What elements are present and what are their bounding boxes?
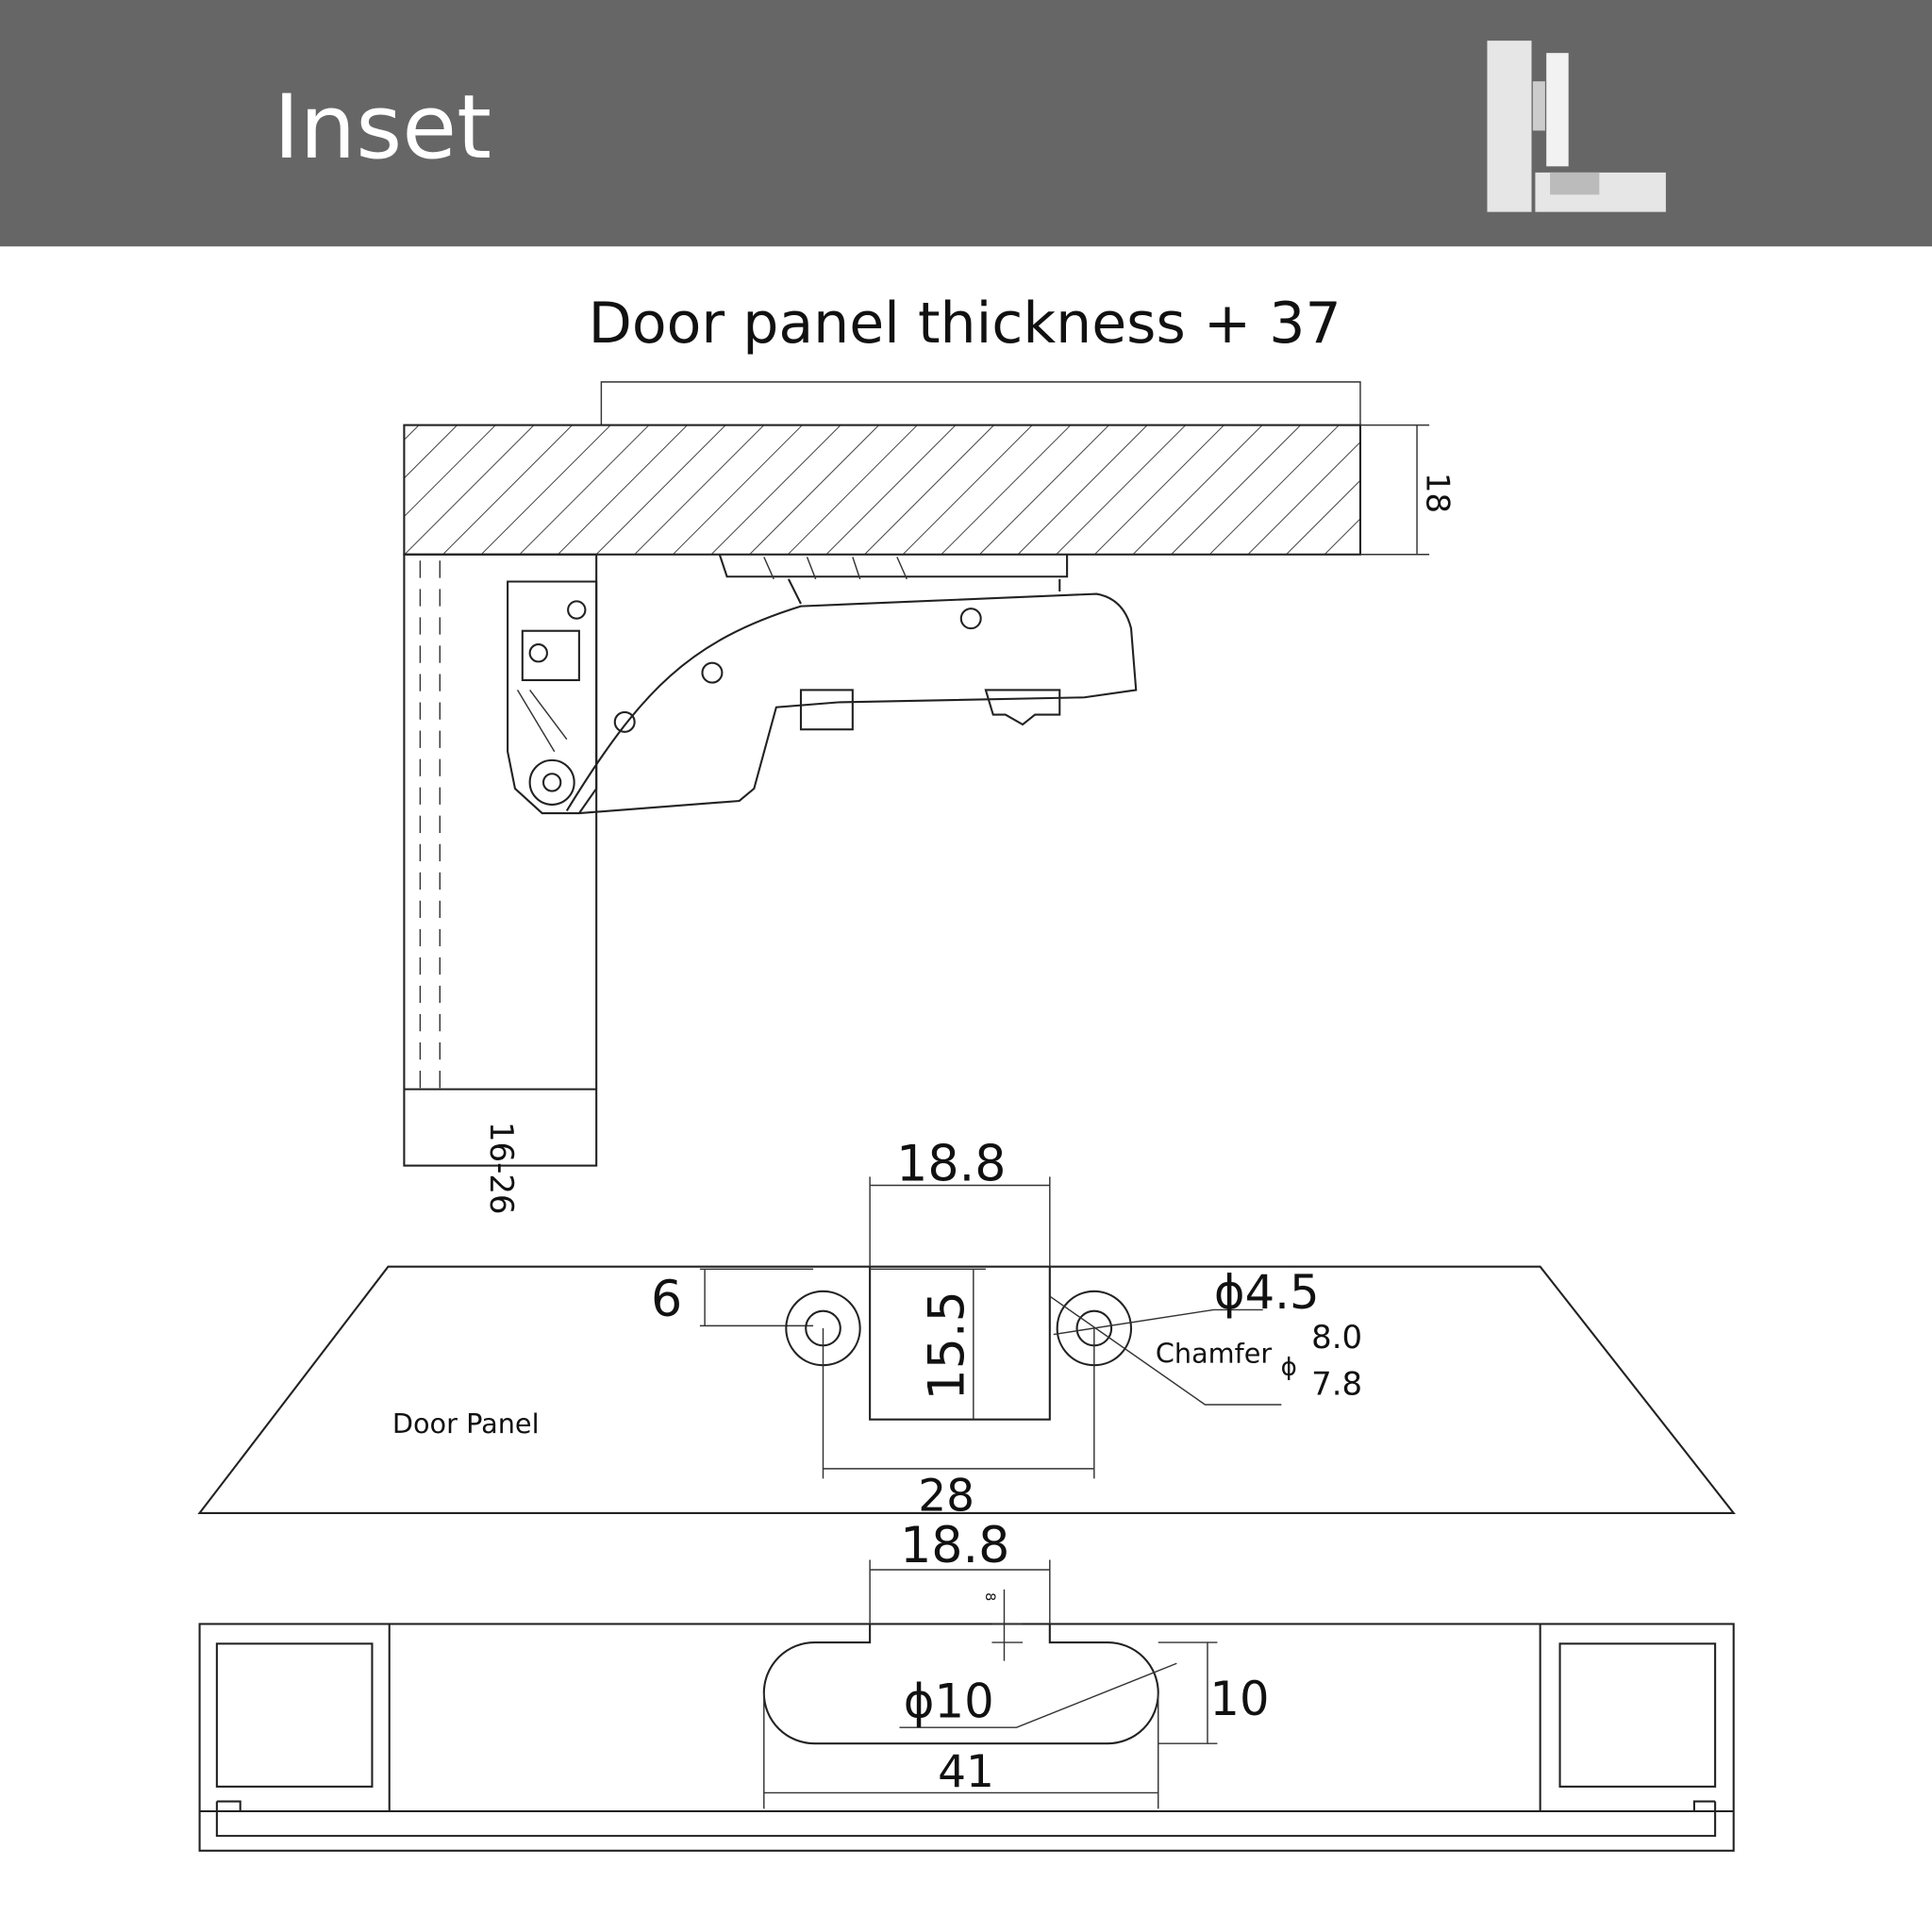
hole-spacing-label: 28 <box>918 1470 974 1522</box>
slot-height-label: 10 <box>1209 1672 1269 1726</box>
cup-width-label: 18.8 <box>896 1136 1006 1192</box>
cup-depth-label: 15.5 <box>919 1291 975 1400</box>
door-drilling-view: 18.8 6 15.5 28 ϕ4.5 Chamfer ϕ 8.0 7.8 Do… <box>197 1136 1736 1522</box>
door-panel-label: Door Panel <box>392 1407 540 1440</box>
hinge-cup-recess <box>869 1266 1051 1421</box>
notch-width-label: 18.8 <box>900 1518 1009 1574</box>
edge-distance-label: 6 <box>651 1272 682 1328</box>
cabinet-thickness-label: 18 <box>1418 473 1456 513</box>
chamfer-diameter-symbol: ϕ <box>1281 1354 1297 1382</box>
header-bar: Inset <box>0 0 1932 247</box>
hinge-side-drawing <box>507 554 1138 815</box>
inset-hinge-icon <box>1487 41 1666 212</box>
door-panel-outline <box>197 1265 1736 1514</box>
overall-dimension-label: Door panel thickness + 37 <box>589 291 1341 357</box>
hinge-slot-cutout <box>762 1624 1159 1745</box>
screw-hole-diameter-label: ϕ4.5 <box>1214 1265 1320 1320</box>
frame-profile <box>198 1623 1735 1852</box>
slot-diameter-label: ϕ10 <box>904 1674 994 1729</box>
side-view: Door panel thickness + 37 18 16-26 <box>403 291 1456 1215</box>
small-offset-label: 8 <box>982 1592 997 1601</box>
chamfer-label: Chamfer <box>1156 1338 1273 1370</box>
overall-dimension-line <box>600 381 1361 425</box>
door-thickness-label: 16-26 <box>482 1122 520 1215</box>
frame-cutout-view: 18.8 8 10 ϕ10 41 <box>198 1518 1735 1852</box>
chamfer-outer-label: 8.0 <box>1311 1319 1362 1357</box>
slot-length-label: 41 <box>938 1746 994 1798</box>
door-panel-side <box>403 553 598 1167</box>
header-title: Inset <box>274 76 491 179</box>
chamfer-inner-label: 7.8 <box>1311 1366 1362 1404</box>
cabinet-side-panel <box>403 424 1362 556</box>
